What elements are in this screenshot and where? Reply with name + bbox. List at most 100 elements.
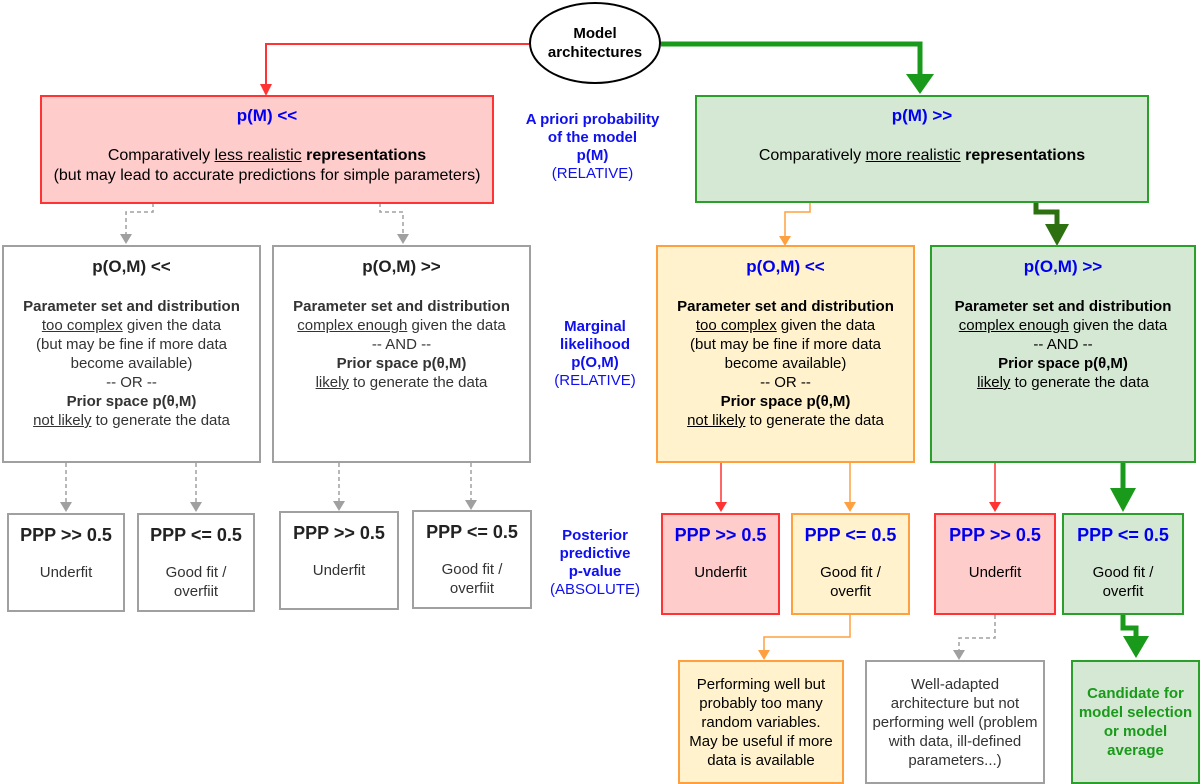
text: (but may be fine if more data xyxy=(36,336,227,353)
title: PPP <= 0.5 xyxy=(426,522,518,542)
title: PPP <= 0.5 xyxy=(1077,525,1169,545)
description: Parameter set and distribution complex e… xyxy=(293,297,510,392)
posterior-predictive-label: Posterior predictive p-value (ABSOLUTE) xyxy=(535,527,655,599)
text: Well-adapted xyxy=(910,675,1000,693)
text: too complex xyxy=(695,317,777,334)
text: less realistic xyxy=(214,147,302,164)
text: overfit xyxy=(830,583,871,600)
title: PPP >> 0.5 xyxy=(293,523,385,543)
text: likely xyxy=(977,374,1011,391)
text: representations xyxy=(960,147,1086,164)
verdict: Good fit / overfiit xyxy=(166,563,227,601)
arrowhead xyxy=(397,234,409,244)
text: performing well (problem xyxy=(872,713,1038,731)
ppp-box-green: PPP <= 0.5 Good fit /overfit xyxy=(1062,513,1184,615)
arrowhead xyxy=(844,502,856,512)
text: to generate the data xyxy=(745,412,884,429)
arrowhead xyxy=(190,502,202,512)
text: A priori probability xyxy=(525,111,660,128)
verdict: Good fit /overfit xyxy=(1093,563,1154,601)
text: to generate the data xyxy=(91,412,230,429)
title: p(O,M) >> xyxy=(362,257,441,276)
edge xyxy=(1120,615,1139,640)
text: Good fit / xyxy=(820,564,881,581)
text: (RELATIVE) xyxy=(551,165,634,182)
arrowhead xyxy=(1110,488,1136,512)
marginal-likelihood-label: Marginal likelihood p(O,M) (RELATIVE) xyxy=(535,318,655,390)
text: too complex xyxy=(41,317,123,334)
text: Good fit / xyxy=(165,564,227,581)
text: (but may be fine if more data xyxy=(690,336,881,353)
text: architecture but not xyxy=(890,694,1020,712)
verdict: Underfit xyxy=(313,561,366,580)
text: not likely xyxy=(687,412,746,429)
outcome-too-many-variables: Performing well but probably too many ra… xyxy=(678,660,844,784)
ppp-box-grey-3: PPP >> 0.5 Underfit xyxy=(279,511,399,610)
arrowhead xyxy=(906,74,934,94)
title: p(O,M) << xyxy=(92,257,171,276)
edge xyxy=(958,615,996,650)
text: p(M) xyxy=(576,147,609,164)
text: random variables. xyxy=(701,713,821,731)
text: -- OR -- xyxy=(760,374,811,391)
edge-low-prior-to-grey-left xyxy=(125,203,154,234)
arrowhead xyxy=(333,501,345,511)
title: PPP <= 0.5 xyxy=(804,525,897,545)
text: -- AND -- xyxy=(371,336,432,353)
verdict: Good fit / overfit xyxy=(820,563,881,601)
edge-root-to-high-prior xyxy=(661,41,923,78)
text: predictive xyxy=(559,545,631,562)
text: Comparatively xyxy=(107,147,215,164)
text: Prior space p(θ,M) xyxy=(998,355,1128,372)
outcome-text: Performing well but probably too many ra… xyxy=(689,675,832,770)
text: -- AND -- xyxy=(1033,336,1093,353)
edge-root-to-low-prior xyxy=(265,43,529,88)
arrowhead xyxy=(260,84,272,96)
text: become available) xyxy=(724,355,847,372)
ppp-box-red-2: PPP >> 0.5 Underfit xyxy=(934,513,1056,615)
high-prior-title: p(M) >> xyxy=(891,106,953,125)
low-prior-title: p(M) << xyxy=(236,106,298,125)
title: PPP <= 0.5 xyxy=(150,525,242,545)
text: -- OR -- xyxy=(106,374,157,391)
root-label-line1: Model xyxy=(573,25,617,42)
grey-high-marginal-box: p(O,M) >> Parameter set and distribution… xyxy=(272,245,531,463)
text: Performing well but xyxy=(696,675,826,693)
ppp-box-grey-2: PPP <= 0.5 Good fit / overfiit xyxy=(137,513,255,612)
outcome-well-adapted-not-performing: Well-adapted architecture but not perfor… xyxy=(865,660,1045,784)
description: Parameter set and distribution too compl… xyxy=(23,297,240,430)
text: Underfit xyxy=(312,562,366,579)
arrowhead xyxy=(1045,224,1069,246)
text: given the data xyxy=(776,317,876,334)
root-label-line2: architectures xyxy=(547,44,643,61)
outcome-text: Well-adapted architecture but not perfor… xyxy=(872,675,1037,770)
verdict: Underfit xyxy=(969,563,1022,582)
text: average xyxy=(1107,742,1164,759)
arrowhead xyxy=(989,502,1001,512)
text: overfiit xyxy=(449,580,495,597)
text: Marginal xyxy=(564,318,626,335)
prior-probability-label: A priori probability of the model p(M) (… xyxy=(505,111,680,183)
ppp-box-red-1: PPP >> 0.5 Underfit xyxy=(661,513,780,615)
title: PPP >> 0.5 xyxy=(949,525,1041,545)
outcome-candidate: Candidate for model selection or model a… xyxy=(1071,660,1200,784)
text: Parameter set and distribution xyxy=(293,298,510,315)
text: overfiit xyxy=(173,583,219,600)
text: (but may lead to accurate predictions fo… xyxy=(53,167,481,184)
text: given the data xyxy=(1068,317,1168,334)
title: p(O,M) >> xyxy=(1023,257,1103,276)
text: parameters...) xyxy=(908,751,1002,769)
text: Underfit xyxy=(39,564,93,581)
text: to generate the data xyxy=(1010,374,1149,391)
low-prior-box: p(M) << Comparatively less realistic rep… xyxy=(40,95,494,204)
text: more realistic xyxy=(865,147,961,164)
text: complex enough xyxy=(297,317,408,334)
text: become available) xyxy=(70,355,193,372)
verdict: Underfit xyxy=(694,563,747,582)
green-high-marginal-box: p(O,M) >> Parameter set and distribution… xyxy=(930,245,1196,463)
text: Underfit xyxy=(694,564,747,581)
text: overfit xyxy=(1102,583,1144,600)
ppp-box-grey-4: PPP <= 0.5 Good fit /overfiit xyxy=(412,510,532,609)
text: (ABSOLUTE) xyxy=(549,581,640,598)
